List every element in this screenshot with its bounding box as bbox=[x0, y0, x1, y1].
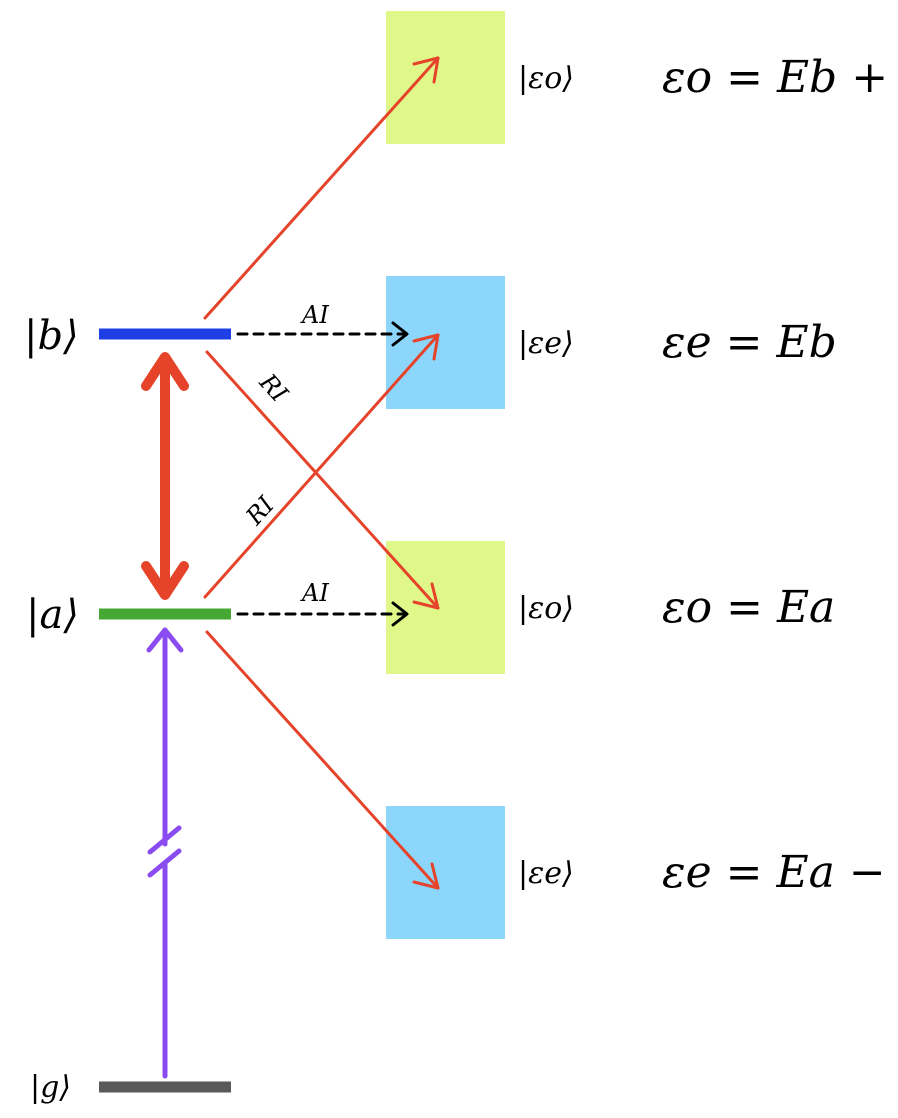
ri-label-down: RI bbox=[253, 368, 293, 408]
coupling-arrowhead-top-icon bbox=[141, 352, 189, 391]
level-b-label: |b⟩ bbox=[24, 313, 79, 359]
arrowhead-lower-odd-icon bbox=[412, 582, 440, 610]
continuum-box-odd-lower bbox=[386, 541, 505, 674]
continuum-ket-1: |εo⟩ bbox=[518, 61, 574, 96]
photo-arrows bbox=[203, 56, 440, 890]
continuum-equation-3: εo = Ea bbox=[662, 582, 835, 633]
level-g-label: |g⟩ bbox=[30, 1070, 71, 1105]
arrowhead-upper-even-icon bbox=[412, 333, 440, 361]
coupling-arrowhead-bottom-icon bbox=[141, 561, 189, 600]
arrowhead-bottom-even-icon bbox=[412, 862, 440, 890]
ri-label-up: RI bbox=[240, 491, 280, 531]
ai-arrowhead-a-icon bbox=[391, 601, 409, 627]
ai-label-a: AI bbox=[300, 579, 329, 607]
continuum-box-even-bottom bbox=[386, 806, 505, 939]
excitation-arrowhead-icon bbox=[146, 627, 184, 653]
level-a-label: |a⟩ bbox=[26, 592, 79, 638]
continuum-equation-4: εe = Ea − ω bbox=[662, 847, 898, 898]
double-slash-break-icon bbox=[147, 825, 182, 878]
continuum-ket-4: |εe⟩ bbox=[518, 856, 574, 891]
excitation-arrow bbox=[146, 627, 184, 1079]
continuum-equation-1: εo = Eb + ω bbox=[662, 52, 898, 103]
continuum-box-odd-top bbox=[386, 11, 505, 144]
arrowhead-top-odd-icon bbox=[412, 56, 440, 84]
coupling-arrow bbox=[141, 352, 189, 600]
arrow-b-to-lower-odd bbox=[205, 350, 440, 610]
continuum-ket-2: |εe⟩ bbox=[518, 326, 574, 361]
arrow-a-to-upper-even bbox=[203, 333, 440, 599]
arrow-b-to-top-odd bbox=[203, 56, 440, 320]
autoionization-arrows bbox=[236, 321, 409, 627]
ai-arrowhead-b-icon bbox=[391, 321, 409, 347]
continuum-equation-2: εe = Eb bbox=[662, 317, 837, 368]
continuum-ket-3: |εo⟩ bbox=[518, 591, 574, 626]
ai-label-b: AI bbox=[300, 301, 329, 329]
arrow-a-to-bottom-even bbox=[205, 630, 440, 890]
continuum-box-even-upper bbox=[386, 276, 505, 409]
